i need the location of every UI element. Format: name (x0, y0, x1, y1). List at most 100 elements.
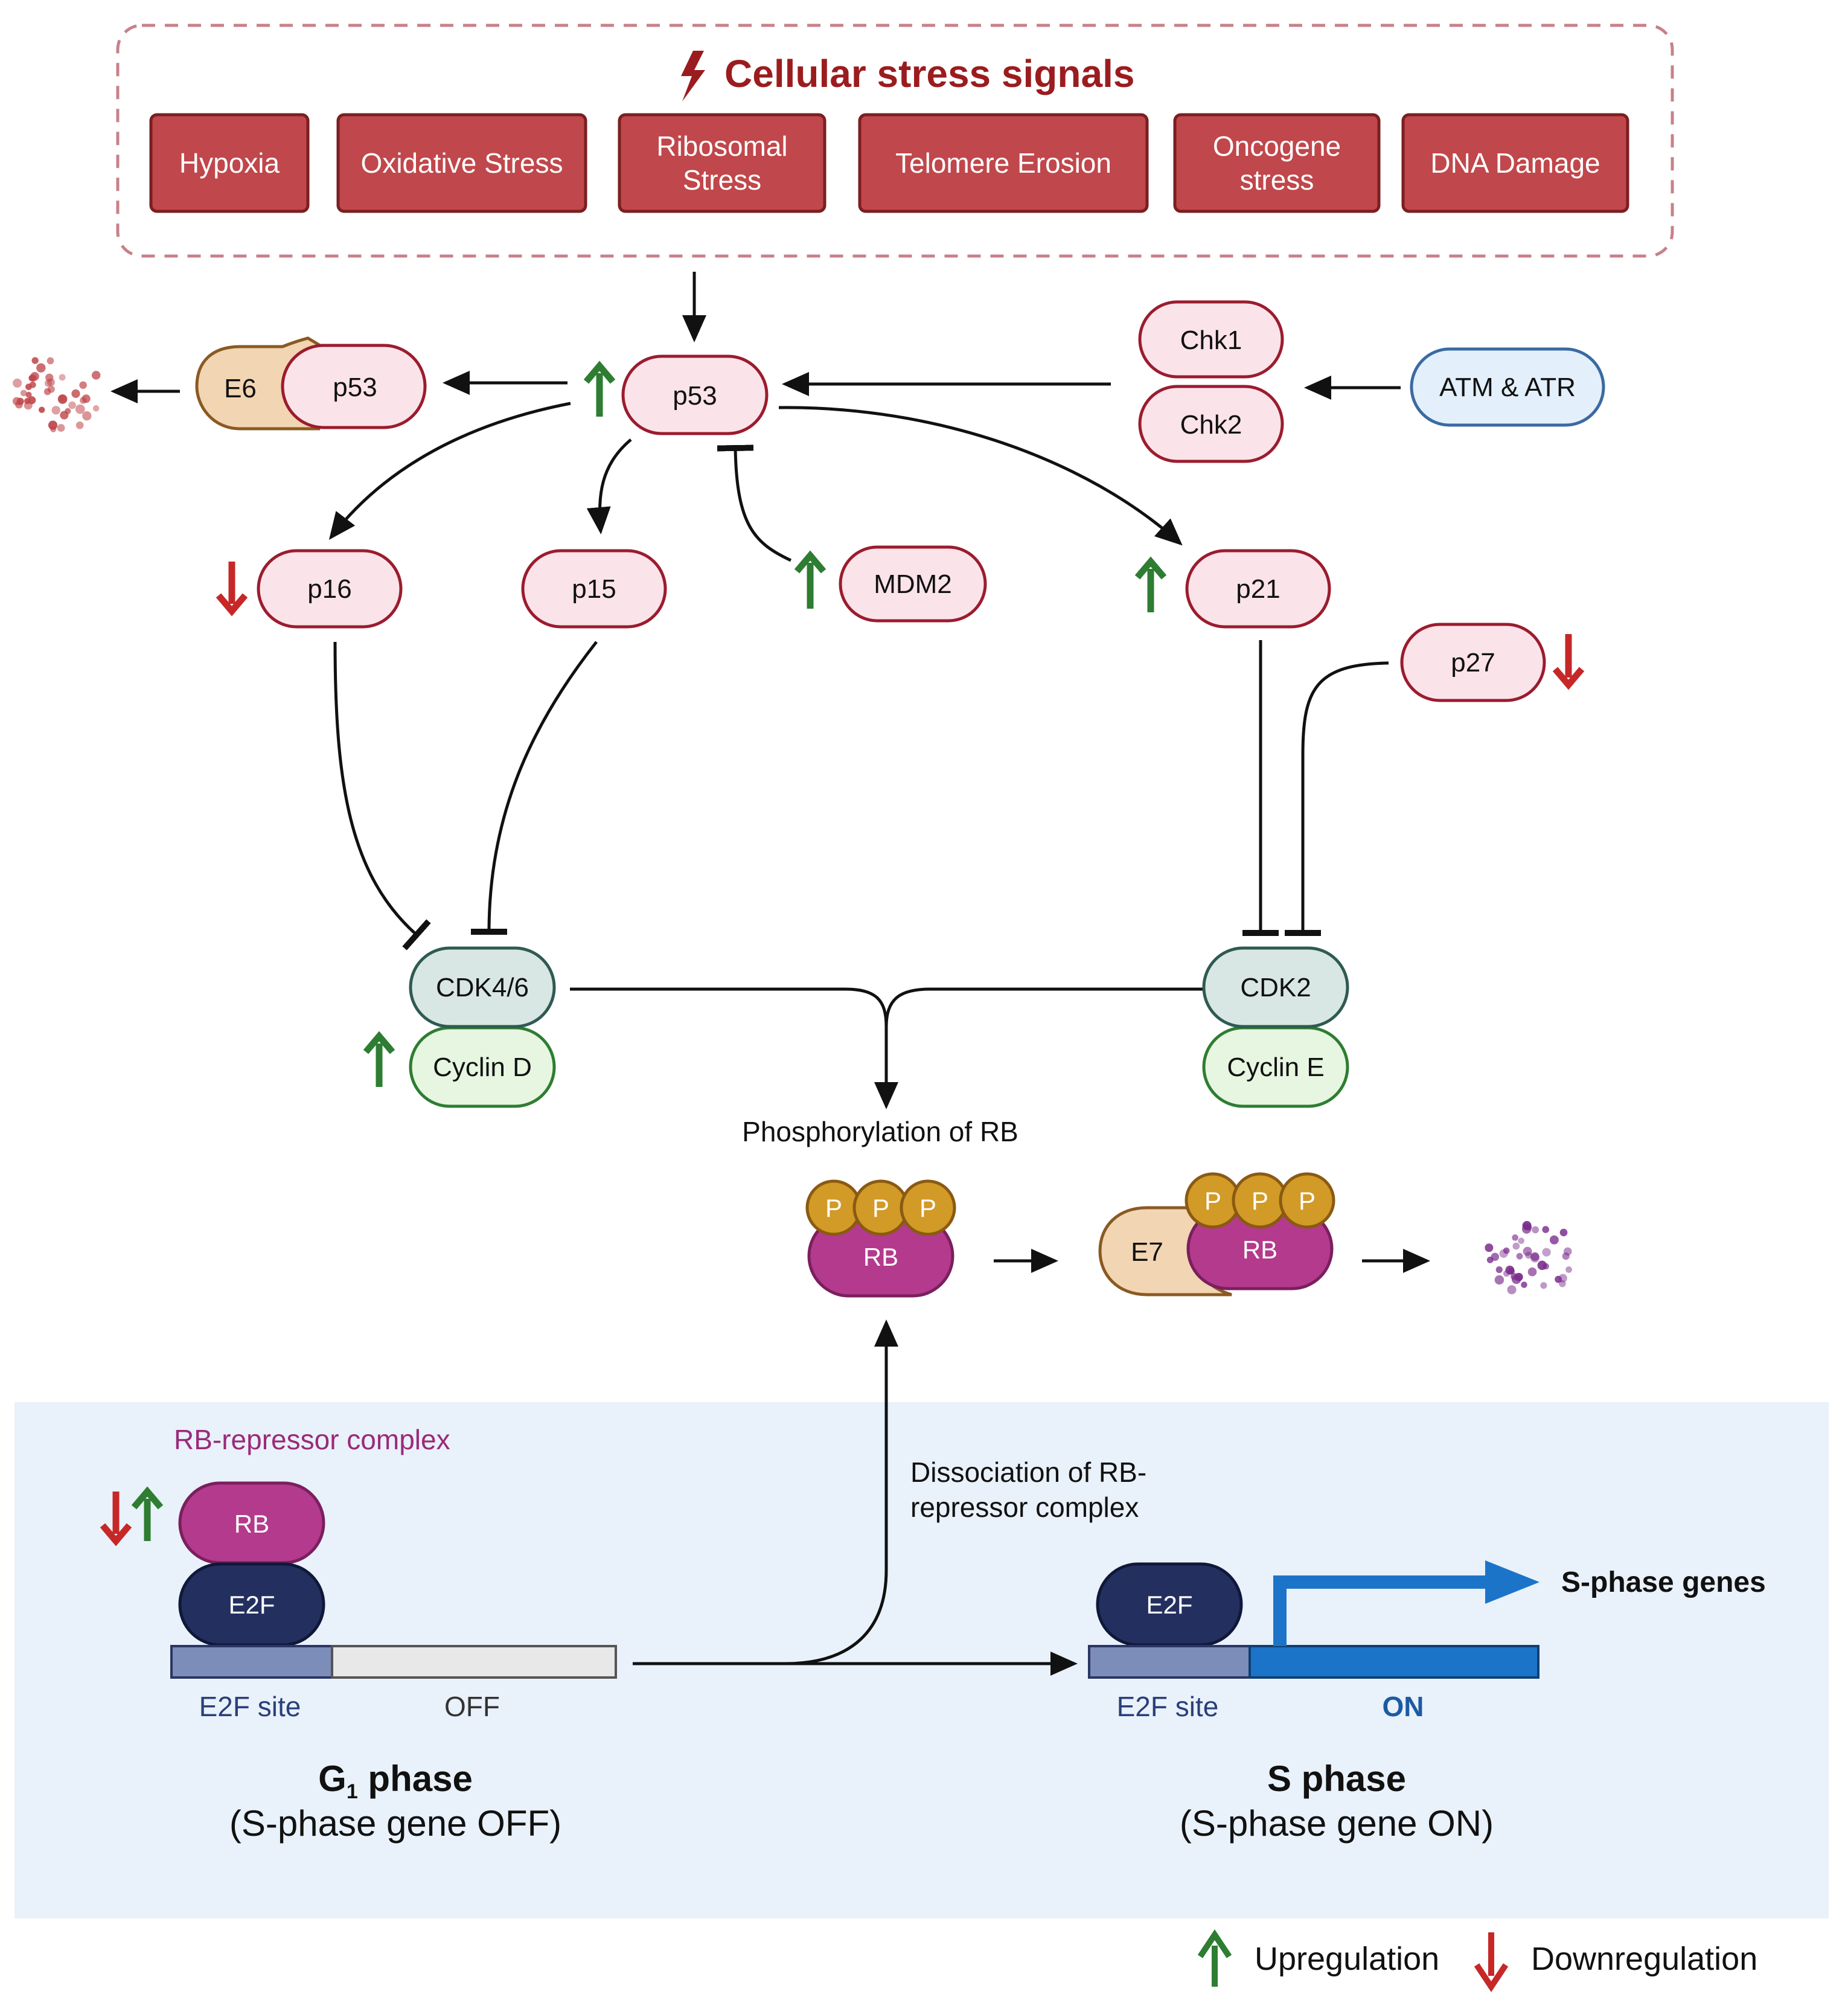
phosphate-circle: P (1185, 1172, 1241, 1229)
mdm2-node: MDM2 (839, 545, 987, 623)
stress-signals-box: Cellular stress signals (116, 24, 1674, 258)
svg-text:p53: p53 (673, 381, 717, 411)
stress-signal-label: Ribosomal (656, 130, 787, 162)
s-e2f-node: E2F (1096, 1562, 1243, 1647)
degradation-dot (1559, 1228, 1568, 1237)
svg-text:E2F: E2F (228, 1591, 275, 1619)
degradation-dots-purple (1485, 1221, 1572, 1295)
stress-signal-dna-damage: DNA Damage (1401, 113, 1629, 213)
degradation-dot (25, 391, 32, 398)
stress-signal-label: Telomere Erosion (895, 147, 1111, 179)
degradation-dot (43, 388, 51, 396)
phosphate-circle: P (1232, 1172, 1288, 1229)
g1-dna-strand (170, 1645, 617, 1679)
degradation-dot (13, 378, 22, 388)
degradation-dot (91, 371, 101, 380)
degradation-dot (16, 397, 24, 405)
edges (110, 272, 1430, 1676)
s-dna-strand (1088, 1645, 1539, 1679)
atm-atr-node: ATM & ATR (1410, 347, 1605, 427)
p16-to-cdk46-inhibit (333, 641, 431, 950)
g1-rb-node: RB (178, 1481, 325, 1565)
stress-signal-label: Hypoxia (179, 147, 280, 179)
svg-text:CDK4/6: CDK4/6 (436, 973, 529, 1002)
chk2-node: Chk2 (1138, 385, 1284, 463)
svg-text:Cyclin E: Cyclin E (1227, 1053, 1324, 1082)
cdk46-node: CDK4/6 (409, 946, 556, 1028)
degradation-dot (28, 374, 35, 382)
degradation-dot (46, 357, 54, 365)
phosphate-label: P (919, 1194, 936, 1222)
g1-e2f-site-label: E2F site (199, 1691, 301, 1722)
svg-text:Cyclin D: Cyclin D (433, 1053, 532, 1082)
g1-phase-title: G1 phase (318, 1758, 473, 1803)
degradation-dot (38, 406, 45, 413)
off-label: OFF (444, 1691, 500, 1722)
degradation-dot (1521, 1281, 1527, 1288)
degradation-dot (1527, 1267, 1537, 1277)
degradation-dot (1507, 1285, 1517, 1295)
degradation-dot (80, 397, 87, 404)
s-phase-caption: (S-phase gene ON) (1180, 1803, 1494, 1844)
svg-text:p16: p16 (307, 574, 351, 604)
degradation-dot (1563, 1247, 1572, 1256)
degradation-dot (20, 389, 27, 397)
svg-text:MDM2: MDM2 (874, 569, 952, 599)
degradation-dot (92, 405, 100, 412)
degradation-dot (1523, 1246, 1532, 1256)
phosphate-circle: P (852, 1179, 909, 1236)
e7-label: E7 (1131, 1237, 1163, 1267)
degradation-dot (1522, 1221, 1532, 1231)
degradation-dot (1542, 1226, 1550, 1233)
degradation-dot (51, 406, 60, 415)
on-label: ON (1383, 1691, 1424, 1722)
g1-e2f-node: E2F (178, 1562, 325, 1647)
degradation-dot (1511, 1272, 1518, 1280)
degradation-dot (71, 389, 80, 398)
degradation-dot (1555, 1275, 1562, 1283)
svg-text:ATM & ATR: ATM & ATR (1439, 373, 1576, 402)
s-phase-genes-label: S-phase genes (1561, 1566, 1766, 1598)
p15-to-cdk46-inhibit (470, 641, 598, 935)
p16-down-arrow-icon (216, 562, 248, 617)
p15-node: p15 (521, 549, 667, 629)
phosphate-circle: P (805, 1179, 862, 1236)
svg-text:p21: p21 (1236, 574, 1280, 604)
s-e2f-site-label: E2F site (1117, 1691, 1219, 1722)
degradation-dot (1542, 1248, 1551, 1257)
degradation-dot (59, 394, 66, 402)
degradation-dot (1495, 1266, 1503, 1274)
stress-signal-label: stress (1240, 164, 1314, 196)
p53-node: p53 (621, 354, 769, 435)
p53-to-p15-arrow (586, 438, 632, 534)
phosphate-label: P (872, 1194, 889, 1222)
degradation-dot (65, 408, 71, 414)
degradation-dot (1530, 1252, 1539, 1261)
legend-down-arrow-icon (1474, 1932, 1509, 1993)
degradation-dot (1540, 1282, 1547, 1289)
svg-text:CDK2: CDK2 (1240, 973, 1311, 1002)
degradation-dot (1486, 1257, 1494, 1263)
degradation-dot (44, 379, 53, 387)
svg-text:Chk1: Chk1 (1180, 325, 1242, 355)
degradation-dot (1532, 1226, 1539, 1234)
p53-bound-label: p53 (333, 373, 377, 402)
degradation-dots-red (12, 357, 101, 432)
degradation-dot (68, 401, 76, 409)
s-phase-title: S phase (1267, 1758, 1406, 1799)
p27-node: p27 (1400, 623, 1546, 702)
degradation-dot (75, 421, 84, 429)
cdk2-to-rb-join (884, 987, 1204, 1027)
p53-up-arrow-icon (583, 361, 616, 417)
degradation-dot (1512, 1242, 1520, 1250)
legend: Upregulation Downregulation (1197, 1929, 1757, 1993)
degradation-dot (1485, 1243, 1494, 1252)
cyclin-e-node: Cyclin E (1202, 1026, 1349, 1108)
legend-up-arrow-icon (1197, 1929, 1232, 1987)
g1-phase-caption: (S-phase gene OFF) (229, 1803, 561, 1844)
